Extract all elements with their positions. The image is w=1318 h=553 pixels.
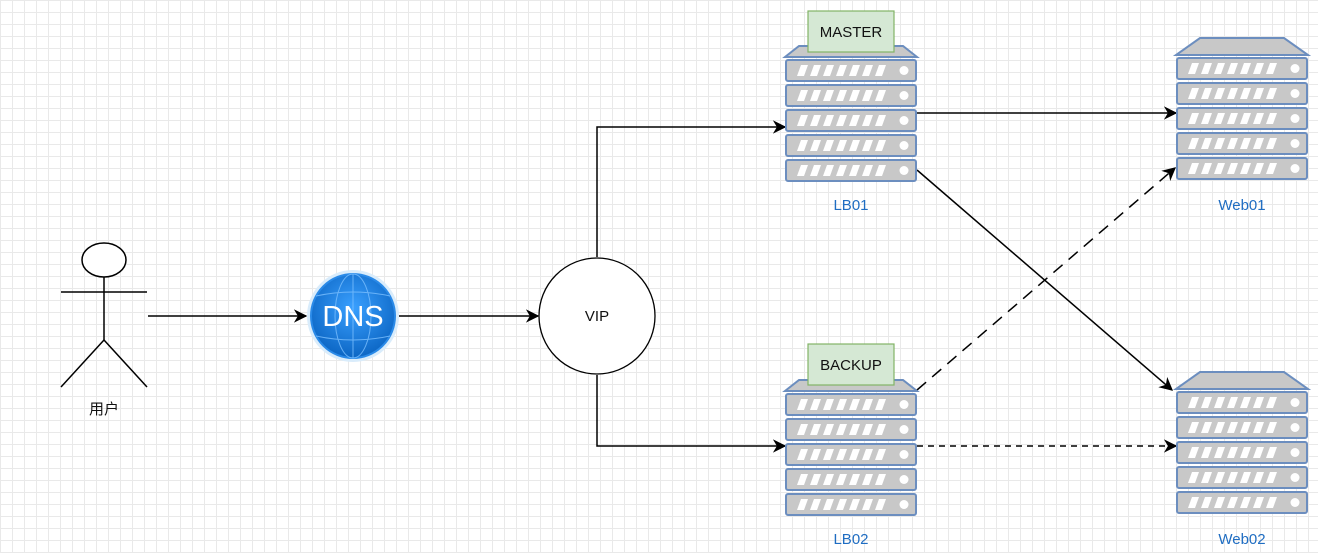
master-tag: MASTER [807,10,895,53]
master-tag-label: MASTER [820,24,883,41]
edge-lb02-web01 [916,167,1177,391]
servers [782,37,1312,516]
web01-label: Web01 [1218,197,1265,214]
web01-server-icon[interactable] [1172,37,1312,180]
dns-node[interactable]: DNS [307,270,399,362]
vip-label: VIP [585,308,609,325]
web02-label: Web02 [1218,531,1265,548]
person-icon [60,242,148,388]
edges [148,106,1178,453]
lb02-server-icon[interactable] [782,379,920,516]
backup-tag-label: BACKUP [820,357,882,374]
user-label: 用户 [89,401,119,418]
edge-vip-lb01 [596,120,787,257]
lb02-label: LB02 [833,531,868,548]
web02-server-icon[interactable] [1172,371,1312,514]
user-actor[interactable]: 用户 [60,242,148,418]
backup-tag: BACKUP [807,343,895,386]
vip-node[interactable]: VIP [538,257,656,375]
edge-vip-lb02 [596,375,787,453]
globe-icon [307,270,399,362]
lb01-server-icon[interactable] [782,45,920,182]
lb01-label: LB01 [833,197,868,214]
dns-label: DNS [322,301,383,333]
